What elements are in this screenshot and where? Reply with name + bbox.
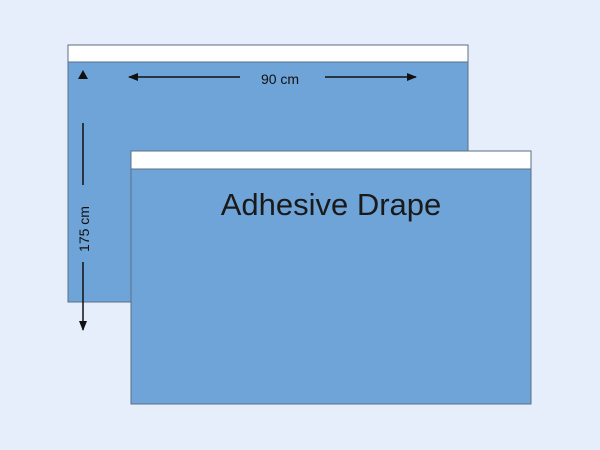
width-label: 90 cm: [261, 71, 299, 87]
height-arrow-top-head: [78, 70, 88, 79]
back-drape-adhesive-strip: [67, 44, 469, 63]
height-dimension: 175 cm: [76, 70, 92, 331]
front-drape-panel: Adhesive Drape: [130, 150, 532, 405]
front-drape-body: [130, 150, 532, 405]
height-label: 175 cm: [76, 206, 92, 252]
drape-title: Adhesive Drape: [221, 187, 442, 222]
front-drape-adhesive-strip: [130, 150, 532, 170]
width-dimension: 90 cm: [128, 71, 417, 87]
